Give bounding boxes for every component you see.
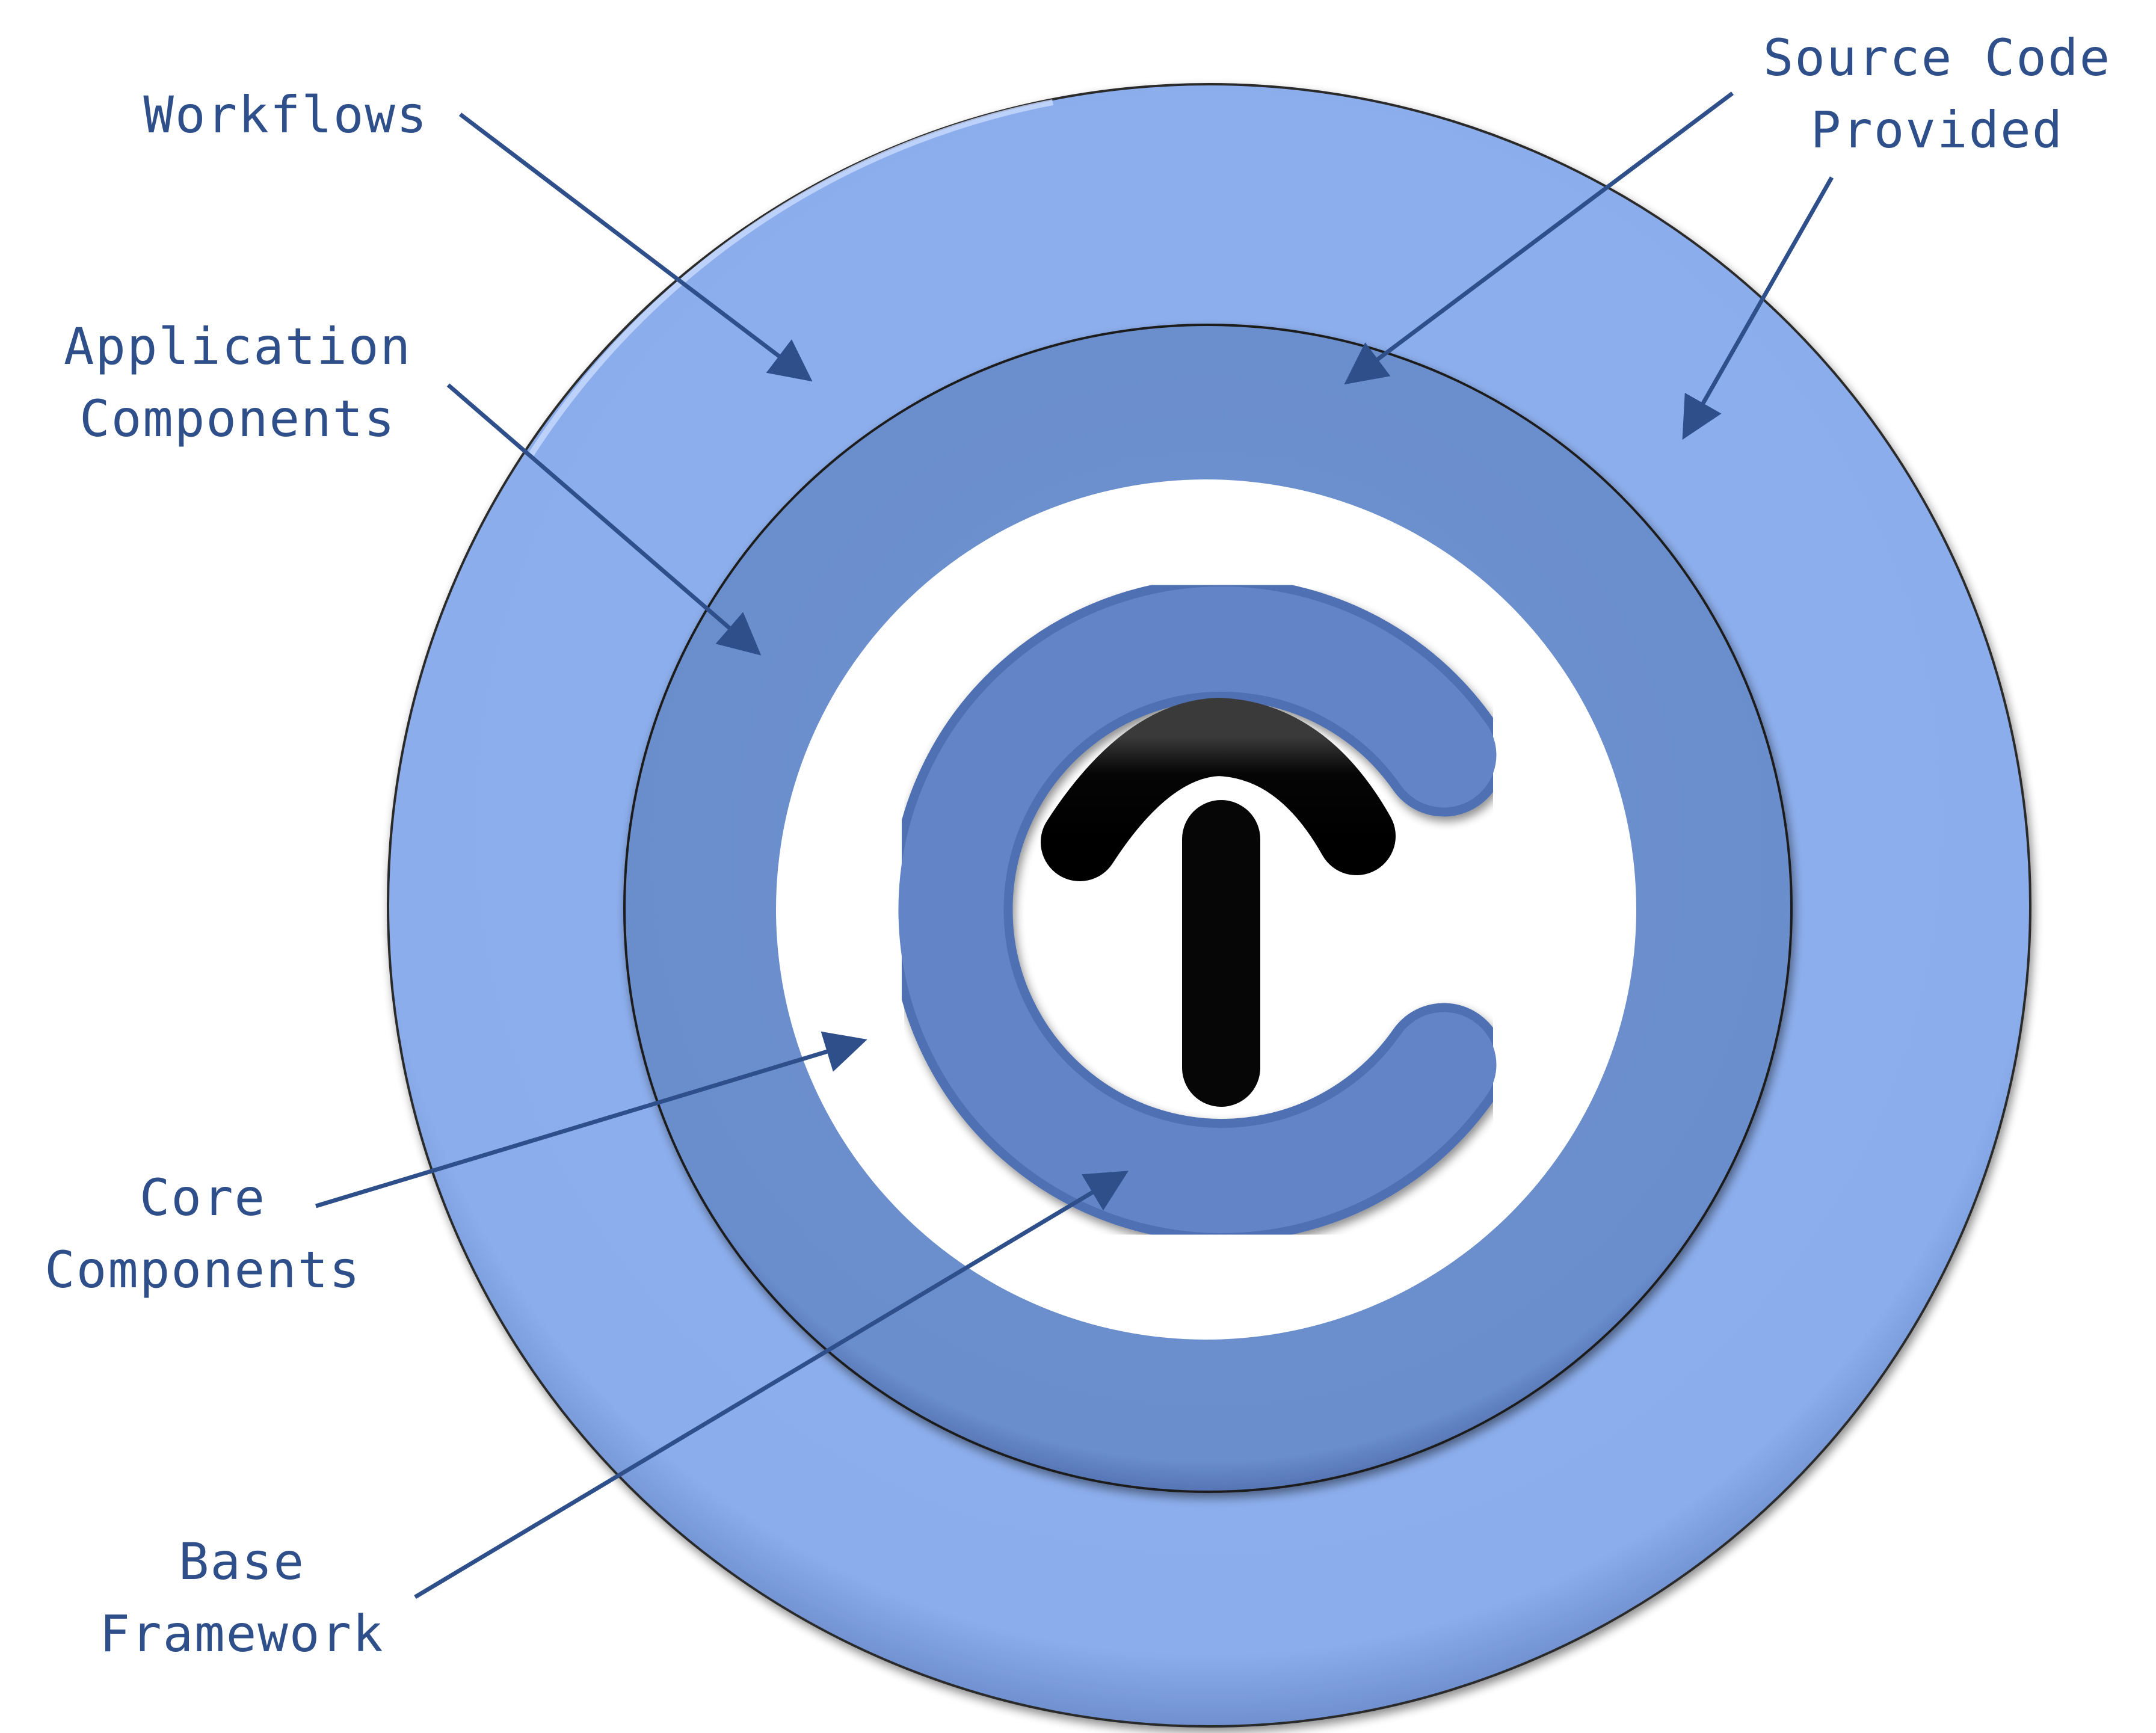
arrow-core-components [315,1031,867,1208]
label-application-line1: Application [64,317,411,376]
label-workflows: Workflows [143,85,428,144]
label-base-line1: Base [179,1532,305,1591]
label-core-line1: Core [140,1168,266,1227]
arrow-application-components [446,383,762,656]
arrow-source-code-middle [1344,91,1734,385]
label-core-line2: Components [45,1240,361,1299]
label-source-code-line2: Provided [1811,100,2064,159]
arrow-workflows [458,112,813,382]
logo-c-shape-face [898,586,1497,1233]
label-base-line2: Framework [99,1604,384,1663]
outer-ring-highlight [526,99,1053,459]
label-application-line2: Components [79,389,396,448]
arrow-base-framework [414,1171,1129,1599]
label-source-code-line1: Source Code [1763,28,2111,87]
logo-t-arc [1041,697,1396,881]
arrow-source-code-outer [1682,176,1834,440]
ct-logo-icon [889,577,1506,1242]
